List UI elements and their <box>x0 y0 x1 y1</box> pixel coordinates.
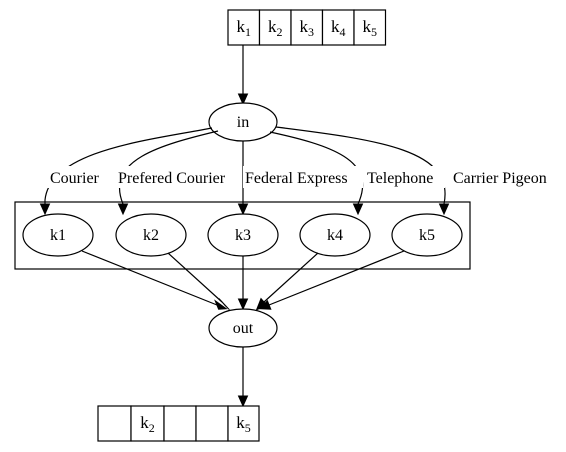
edge-label-federal-express: Federal Express <box>245 170 348 187</box>
edge-label-bg-federal-express <box>243 166 363 188</box>
edge-k2-to-out <box>167 252 223 303</box>
input-cell-5-label: k5 <box>363 17 378 39</box>
arrowhead-in-to-k2 <box>117 203 129 216</box>
k1-node-label: k1 <box>50 227 66 244</box>
edge-label-carrier-pigeon: Carrier Pigeon <box>453 170 547 187</box>
input-cell-1-label: k1 <box>237 17 252 39</box>
k4-node-shape <box>299 213 371 257</box>
input-cell-2 <box>258 9 292 46</box>
edge-in-to-k5 <box>275 126 446 205</box>
arrowhead-k1-to-out <box>214 299 228 310</box>
k5-node-shape <box>391 213 463 257</box>
edge-label-courier: Courier <box>50 170 100 187</box>
input-cell-3 <box>290 9 324 46</box>
output-cell-2 <box>130 405 165 442</box>
input-cell-5 <box>353 9 387 46</box>
k3-node-label: k3 <box>235 227 251 244</box>
edge-in-to-k4 <box>269 131 364 205</box>
arrowhead-out-to-output <box>237 395 249 408</box>
arrowhead-in-to-k4 <box>352 203 364 216</box>
edge-in-to-k1 <box>44 127 213 204</box>
edge-label-bg-courier <box>47 166 115 188</box>
edge-label-bg-prefered-courier <box>116 166 241 188</box>
output-cell-2-label: k2 <box>140 413 155 435</box>
output-cell-5 <box>227 405 260 442</box>
k4-node-label: k4 <box>327 227 343 244</box>
edge-k4-to-out <box>263 252 319 303</box>
k2-node-label: k2 <box>143 227 159 244</box>
edge-k1-to-out <box>81 250 218 306</box>
arrowhead-in-to-k3 <box>237 203 249 216</box>
arrowhead-in-to-k5 <box>438 203 450 216</box>
edge-labels: Courier Prefered Courier Federal Express… <box>47 166 559 188</box>
input-cell-4-label: k4 <box>331 17 346 39</box>
output-cell-1 <box>97 405 132 442</box>
arrowhead-k2-to-out <box>218 298 230 311</box>
in-node: in <box>208 102 278 142</box>
input-cell-1 <box>227 9 261 46</box>
edge-label-bg-telephone <box>365 166 445 188</box>
edge-label-bg-carrier-pigeon <box>451 166 559 188</box>
in-node-label: in <box>237 114 249 131</box>
out-node-label: out <box>233 320 254 337</box>
k2-node-shape <box>115 213 187 257</box>
output-cell-4 <box>195 405 229 442</box>
edge-label-prefered-courier: Prefered Courier <box>118 170 226 187</box>
arrowhead-in-to-k1 <box>39 203 51 216</box>
output-cell-5-label: k5 <box>236 413 251 435</box>
k-nodes: k1 k2 k3 k4 k5 <box>22 213 463 257</box>
output-record: k2 k5 <box>97 405 260 442</box>
input-cell-2-label: k2 <box>268 17 283 39</box>
edge-label-telephone: Telephone <box>367 170 433 187</box>
output-cell-3 <box>163 405 197 442</box>
edge-k5-to-out <box>268 250 405 306</box>
arrowhead-input-to-in <box>237 93 249 106</box>
edge-in-to-k2 <box>119 130 219 205</box>
k1-node-shape <box>22 213 94 257</box>
arrowhead-k3-to-out <box>237 298 249 311</box>
arrowhead-k5-to-out <box>258 299 272 310</box>
k5-node-label: k5 <box>419 227 435 244</box>
input-record: k1 k2 k3 k4 k5 <box>227 9 387 46</box>
out-node: out <box>208 308 278 348</box>
input-cell-3-label: k3 <box>300 17 315 39</box>
